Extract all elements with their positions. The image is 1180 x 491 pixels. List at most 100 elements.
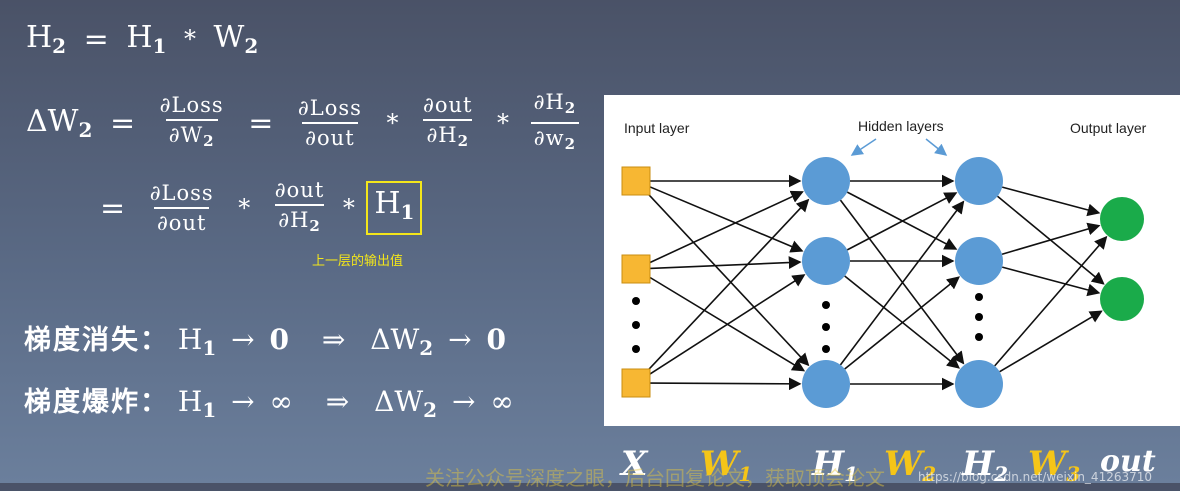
- ellipsis-dot: [822, 345, 830, 353]
- fraction-dh2-dw2: ∂H2 ∂w2: [530, 88, 580, 158]
- equals-sign: =: [83, 21, 109, 57]
- box-annotation: 上一层的输出值: [312, 254, 404, 269]
- exploding-label: 梯度爆炸：: [24, 387, 169, 418]
- network-nodes: [621, 157, 1144, 408]
- subscript: 2: [564, 99, 577, 117]
- formula-delta-w2: ΔW2 = ∂Loss ∂W2 = ∂Loss ∂out * ∂out ∂H2 …: [26, 88, 583, 158]
- network-edge: [649, 256, 802, 270]
- arrow: →: [231, 385, 255, 418]
- subscript: 2: [203, 132, 215, 150]
- vanishing-label: 梯度消失：: [24, 325, 169, 356]
- network-edge: [649, 377, 802, 391]
- label-h1: H1: [812, 444, 858, 486]
- ellipsis-dot: [632, 297, 640, 305]
- exploding-gradient-line: 梯度爆炸： H1 → ∞ ⇒ ΔW2 → ∞: [24, 380, 514, 422]
- watermark-text: 关注公众号深度之眼，后台回复论文，获取顶会论文: [425, 466, 885, 490]
- fraction-dout-dh2: ∂out ∂H2: [420, 91, 475, 155]
- ellipsis-dot: [975, 293, 983, 301]
- symbol-h: H: [177, 385, 203, 418]
- ellipsis-dot: [975, 333, 983, 341]
- hidden-node: [955, 237, 1003, 285]
- ellipsis-dot: [632, 321, 640, 329]
- vanishing-gradient-line: 梯度消失： H1 → 0 ⇒ ΔW2 → 0: [24, 318, 506, 360]
- network-edge: [844, 276, 960, 370]
- label-w1: W1: [700, 444, 752, 486]
- subscript: 2: [52, 34, 67, 58]
- source-url: https://blog.csdn.net/weixin_41263710: [918, 470, 1153, 484]
- subscript: 1: [738, 462, 753, 486]
- hidden-pointer-arrow-left: [850, 138, 877, 156]
- input-layer-label: Input layer: [624, 120, 690, 136]
- symbol-h: H: [126, 20, 153, 55]
- denominator-text: ∂H: [278, 208, 310, 232]
- subscript: 1: [152, 34, 167, 58]
- subscript: 2: [564, 135, 577, 153]
- subscript: 1: [844, 462, 859, 486]
- input-node: [621, 166, 651, 196]
- label-w3: W3: [1028, 444, 1080, 486]
- symbol-h: H: [374, 186, 401, 221]
- network-diagram-panel: Input layer Hidden layers Output layer: [604, 95, 1180, 426]
- network-diagram: Input layer Hidden layers Output layer: [621, 118, 1147, 408]
- symbol-h: H: [962, 444, 995, 484]
- network-edge: [839, 199, 965, 365]
- network-edge: [644, 190, 810, 367]
- hidden-node: [802, 157, 850, 205]
- subscript: 2: [922, 462, 937, 486]
- numerator: ∂out: [423, 93, 473, 117]
- subscript: 2: [457, 132, 470, 150]
- ellipsis-dot: [975, 313, 983, 321]
- multiply-sign: *: [342, 194, 355, 222]
- equals-sign: =: [100, 190, 126, 226]
- numerator: ∂Loss: [297, 96, 362, 120]
- zero-value: 0: [486, 323, 506, 356]
- network-edge: [645, 198, 810, 374]
- label-out: out: [1100, 444, 1156, 479]
- multiply-sign: *: [183, 25, 196, 53]
- denominator: ∂w2: [530, 122, 580, 158]
- multiply-sign: *: [386, 109, 399, 137]
- fraction-dout-dh2: ∂out ∂H2: [272, 176, 327, 240]
- network-edge: [846, 192, 958, 251]
- output-node: [1100, 197, 1144, 241]
- ellipsis-dot: [632, 345, 640, 353]
- numerator-text: ∂H: [533, 90, 565, 114]
- arrow: →: [448, 323, 472, 356]
- symbol-h: H: [812, 444, 845, 484]
- numerator: ∂out: [274, 178, 325, 202]
- symbol-w: W: [884, 444, 923, 484]
- fraction-dloss-dout: ∂Loss ∂out: [295, 94, 365, 152]
- formula-simplified: = ∂Loss ∂out * ∂out ∂H2 * H1: [92, 176, 423, 240]
- network-edge: [647, 275, 806, 372]
- highlight-box-h1: H1: [366, 181, 423, 235]
- denominator: ∂H2: [423, 119, 473, 155]
- network-edges: [644, 174, 1108, 391]
- symbol-h: H: [177, 323, 203, 356]
- subscript: 1: [400, 200, 415, 224]
- network-edge: [844, 275, 960, 369]
- zero-value: 0: [269, 323, 290, 356]
- ellipsis-dot: [822, 323, 830, 331]
- network-edge: [846, 191, 958, 250]
- output-node: [1100, 277, 1144, 321]
- subscript: 3: [1066, 462, 1081, 486]
- subscript: 2: [994, 462, 1009, 486]
- network-edge: [647, 274, 806, 377]
- multiply-sign: *: [238, 194, 251, 222]
- fraction-dloss-dw2: ∂Loss ∂W2: [157, 91, 227, 155]
- denominator: ∂out: [153, 207, 210, 237]
- label-h2: H2: [962, 444, 1008, 486]
- network-edge: [1001, 186, 1101, 217]
- network-edge: [648, 190, 804, 264]
- subscript: 2: [419, 336, 434, 360]
- input-node: [621, 254, 651, 284]
- implies-sign: ⇒: [321, 323, 346, 356]
- label-w2: W2: [884, 444, 936, 486]
- formula-h2: H2 = H1 * W2: [26, 20, 258, 58]
- numerator: ∂Loss: [149, 181, 214, 205]
- hidden-node: [955, 157, 1003, 205]
- denominator: ∂H2: [275, 204, 324, 240]
- symbol-w: W: [1028, 444, 1067, 484]
- denominator-text: ∂H: [426, 123, 458, 147]
- label-x: X: [621, 444, 648, 484]
